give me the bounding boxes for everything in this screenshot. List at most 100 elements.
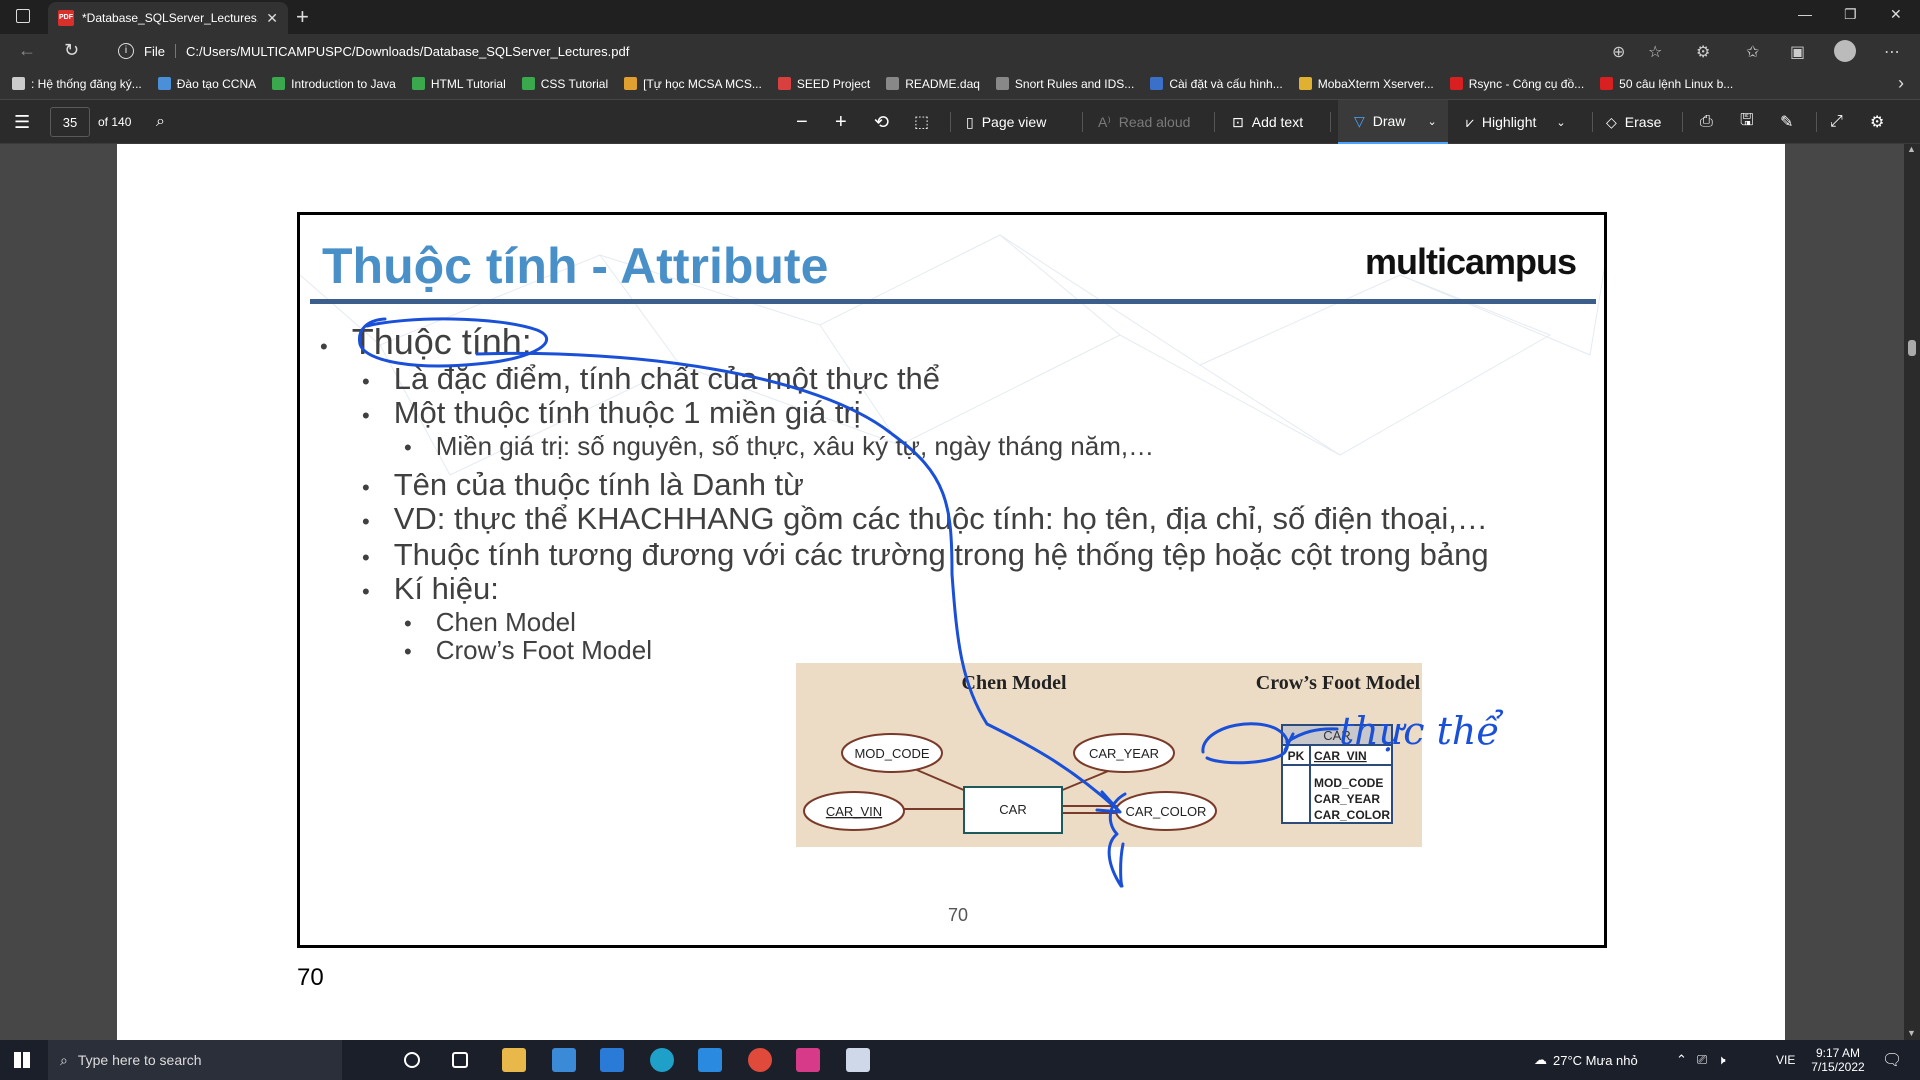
collections-icon[interactable]: ▣ — [1790, 44, 1806, 61]
start-button[interactable] — [14, 1052, 30, 1068]
task-view-icon[interactable] — [452, 1052, 468, 1068]
bookmark-item[interactable]: MobaXterm Xserver... — [1298, 77, 1434, 91]
jetbrains-icon[interactable] — [796, 1048, 820, 1072]
bookmarks-overflow-icon[interactable]: › — [1898, 73, 1904, 93]
mail-icon[interactable] — [600, 1048, 624, 1072]
pdf-viewer[interactable]: Thuộc tính - Attribute multicampus •Thuộ… — [0, 144, 1920, 1040]
network-icon[interactable]: ⎚ — [1696, 1052, 1708, 1067]
er-diagram-svg: Chen Model Crow’s Foot Model — [803, 672, 1421, 834]
info-icon[interactable]: i — [118, 43, 134, 59]
chevron-down-icon[interactable]: ⌄ — [1556, 116, 1566, 129]
profile-avatar[interactable] — [1834, 40, 1856, 62]
draw-button[interactable]: ▽ Draw ⌄ — [1338, 100, 1448, 144]
bullet-item: •Chen Model — [404, 607, 576, 638]
extensions-icon[interactable]: ⚙ — [1696, 44, 1711, 61]
minimize-button[interactable]: — — [1798, 6, 1812, 22]
close-window-button[interactable]: ✕ — [1890, 6, 1902, 22]
vscode-icon[interactable] — [698, 1048, 722, 1072]
bookmark-item[interactable]: Introduction to Java — [272, 77, 396, 91]
save-icon[interactable]: 🖫 — [1740, 111, 1754, 129]
language-indicator[interactable]: VIE — [1776, 1053, 1796, 1067]
bookmark-item[interactable]: SEED Project — [777, 77, 870, 91]
page-nav: of 140 — [50, 100, 131, 144]
bullet-dot-icon: • — [404, 639, 412, 664]
search-placeholder: Type here to search — [77, 1052, 202, 1068]
chevron-up-icon[interactable]: ⌃ — [1676, 1052, 1687, 1067]
rotate-icon[interactable]: ⟲ — [874, 111, 890, 132]
divider — [1816, 112, 1817, 132]
divider — [1330, 112, 1331, 132]
bookmark-item[interactable]: HTML Tutorial — [411, 77, 506, 91]
page-view-button[interactable]: ▯ Page view — [966, 100, 1046, 144]
app-icon[interactable] — [846, 1048, 870, 1072]
bullet-text: Thuộc tính tương đương với các trường tr… — [393, 537, 1489, 572]
clock[interactable]: 9:17 AM 7/15/2022 — [1808, 1040, 1868, 1080]
save-as-icon[interactable]: ✎ — [1780, 114, 1794, 131]
close-tab-icon[interactable]: ✕ — [266, 9, 278, 26]
tray-icons[interactable]: ⌃ ⎚ 🕨 — [1676, 1040, 1726, 1080]
tab-actions-icon[interactable] — [16, 9, 30, 23]
read-aloud-button[interactable]: A⁾ Read aloud — [1098, 100, 1190, 144]
print-icon[interactable]: ⎙ — [1700, 113, 1713, 130]
bookmark-item[interactable]: 50 câu lệnh Linux b... — [1600, 77, 1733, 91]
back-icon[interactable]: ← — [18, 40, 36, 60]
new-tab-button[interactable]: + — [296, 4, 309, 29]
search-icon[interactable]: ⌕ — [156, 113, 165, 130]
volume-icon[interactable]: 🕨 — [1717, 1052, 1726, 1067]
add-text-button[interactable]: ⊡ Add text — [1232, 100, 1303, 144]
zoom-in-button[interactable]: + — [835, 110, 847, 133]
zoom-icon[interactable]: ⊕ — [1612, 44, 1626, 61]
scrollbar[interactable]: ▲ ▼ — [1904, 144, 1920, 1040]
zoom-out-button[interactable]: − — [796, 110, 808, 133]
bookmark-item[interactable]: Cài đặt và cấu hình... — [1150, 77, 1283, 91]
store-icon[interactable] — [552, 1048, 576, 1072]
fit-page-icon[interactable]: ⬚ — [914, 114, 930, 131]
favorites-icon[interactable]: ✩ — [1746, 44, 1760, 61]
relationship-line — [909, 766, 967, 792]
settings-icon[interactable]: ⚙ — [1870, 114, 1885, 131]
bookmark-icon — [777, 77, 791, 90]
bullet-dot-icon: • — [404, 435, 412, 460]
chevron-down-icon[interactable]: ⌄ — [1427, 115, 1437, 128]
url-field[interactable]: i File C:/Users/MULTICAMPUSPC/Downloads/… — [110, 37, 1670, 65]
restore-button[interactable]: ❐ — [1844, 6, 1857, 22]
scroll-down-icon[interactable]: ▼ — [1907, 1028, 1916, 1038]
bullet-text: Thuộc tính: — [351, 321, 532, 362]
er-diagram: Chen Model Crow’s Foot Model — [796, 663, 1422, 847]
notifications-icon[interactable]: 🗨 — [1882, 1052, 1903, 1069]
bookmark-item[interactable]: [Tự học MCSA MCS... — [624, 77, 762, 91]
contents-icon[interactable]: ☰ — [14, 111, 31, 132]
read-aloud-icon: A⁾ — [1098, 113, 1111, 130]
bookmark-item[interactable]: README.daq — [886, 77, 980, 91]
scroll-up-icon[interactable]: ▲ — [1907, 144, 1916, 154]
bookmark-item[interactable]: Rsync - Công cụ đồ... — [1449, 77, 1584, 91]
weather-widget[interactable]: ☁ 27°C Mưa nhỏ — [1534, 1040, 1638, 1080]
taskbar-search[interactable]: ⌕ Type here to search — [48, 1040, 342, 1080]
page-number-input[interactable] — [50, 107, 90, 137]
cortana-icon[interactable] — [404, 1052, 420, 1068]
bookmark-item[interactable]: CSS Tutorial — [521, 77, 608, 91]
bullet-dot-icon: • — [362, 509, 370, 534]
bookmark-item[interactable]: Đào tạo CCNA — [157, 77, 256, 91]
chrome-icon[interactable] — [748, 1048, 772, 1072]
bullet-item: •Miền giá trị: số nguyên, số thực, xâu k… — [404, 431, 1154, 462]
bookmark-item[interactable]: : Hệ thống đăng ký... — [12, 77, 142, 91]
divider — [1592, 112, 1593, 132]
bookmarks-bar: : Hệ thống đăng ký... Đào tạo CCNA Introdu… — [0, 68, 1920, 100]
highlight-button[interactable]: ⩗ Highlight ⌄ — [1466, 100, 1566, 144]
erase-button[interactable]: ◇ Erase — [1606, 100, 1661, 144]
file-explorer-icon[interactable] — [502, 1048, 526, 1072]
refresh-icon[interactable]: ↻ — [64, 40, 80, 60]
edge-icon[interactable] — [650, 1048, 674, 1072]
bookmark-item[interactable]: Snort Rules and IDS... — [995, 77, 1134, 91]
page-number-label: 70 — [297, 964, 324, 991]
tab-pdf[interactable]: PDF *Database_SQLServer_Lectures.p ✕ — [48, 2, 288, 34]
add-favorite-icon[interactable]: ☆ — [1648, 44, 1663, 61]
more-icon[interactable]: ⋯ — [1884, 44, 1900, 61]
fullscreen-icon[interactable]: ⤢ — [1830, 113, 1843, 130]
page-total: of 140 — [98, 115, 132, 129]
divider — [174, 44, 176, 58]
scroll-thumb[interactable] — [1908, 340, 1916, 356]
bullet-dot-icon: • — [320, 334, 328, 359]
bullet-item: • Thuộc tính: — [320, 321, 532, 363]
